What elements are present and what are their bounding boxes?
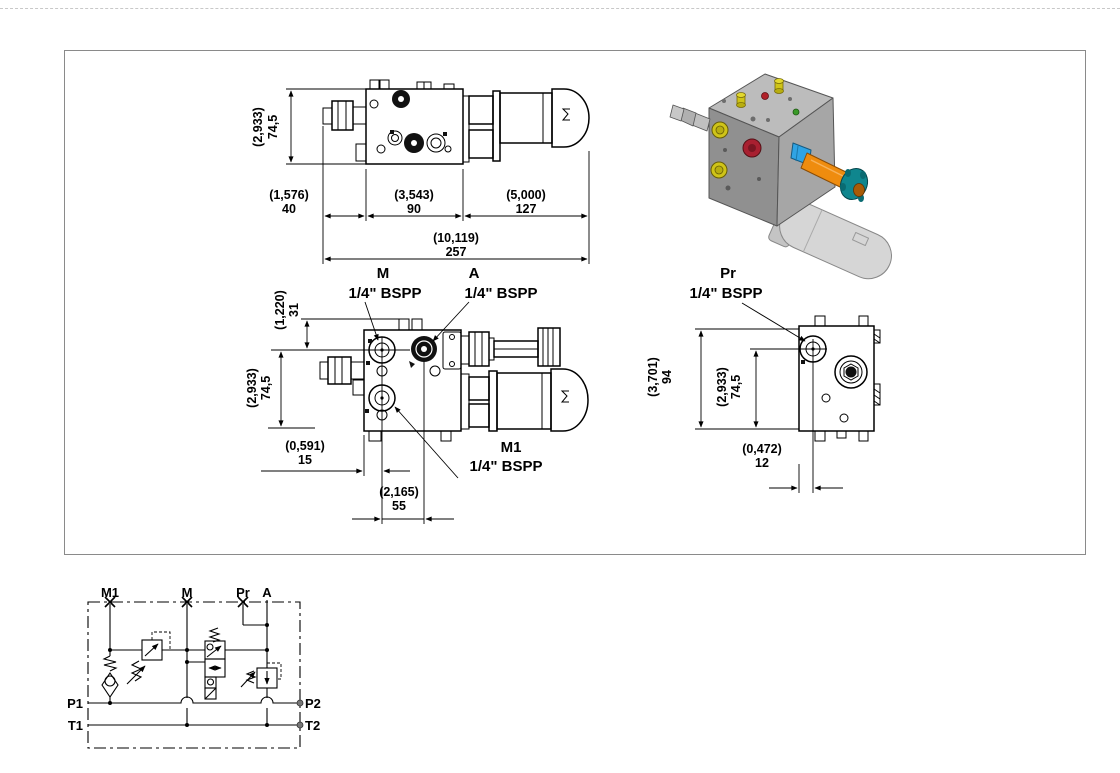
top-view-left-fitting [322, 100, 367, 162]
front-accumulator [460, 368, 589, 432]
label-port-pr: Pr [720, 265, 736, 282]
top-view-accumulator [462, 88, 590, 163]
side-view-labels: Pr 1/4" BSPP [690, 265, 806, 342]
schematic-enclosure [87, 601, 301, 749]
schematic-port-p2: P2 [305, 696, 321, 711]
label-port-m1: M1 [501, 439, 522, 456]
plug-marks [104, 596, 249, 608]
label-port-pr-thread: 1/4" BSPP [690, 285, 763, 302]
front-view-dimensions: (1,220) 31 (2,933) 74,5 (0,591) 15 (2,16… [245, 290, 454, 522]
render-3d [669, 73, 892, 280]
label-port-m1-thread: 1/4" BSPP [470, 458, 543, 475]
check-valve-branch [101, 604, 119, 705]
top-view: (2,933) 74,5 (1,576) 40 (3,543) 90 (5,00… [251, 79, 590, 264]
front-port-m1 [365, 384, 396, 413]
relief-valve-1 [110, 631, 205, 685]
drawing-frame: (2,933) 74,5 (1,576) 40 (3,543) 90 (5,00… [64, 50, 1086, 555]
dim-55-in: (2,165) [379, 485, 419, 499]
page-edge-rule [0, 8, 1120, 9]
top-view-body [322, 79, 590, 165]
dim-12-in: (0,472) [742, 442, 782, 456]
schematic-port-t1: T1 [68, 718, 83, 733]
dim-745s-mm: 74,5 [729, 375, 743, 399]
front-hand-pump [460, 327, 561, 367]
label-port-m: M [377, 265, 390, 282]
front-port-a [409, 336, 437, 368]
dim-31-mm: 31 [287, 303, 301, 317]
schematic-port-t2: T2 [305, 718, 320, 733]
side-main-port [834, 355, 868, 389]
side-view-body [751, 315, 881, 493]
directional-valve [204, 627, 267, 700]
pr-a-lines [242, 600, 269, 668]
relief-valve-2 [240, 662, 282, 727]
dim-seg2-in: (3,543) [394, 188, 434, 202]
hydraulic-schematic: M1 M Pr A P1 T1 P2 T2 [67, 585, 321, 749]
label-port-m-thread: 1/4" BSPP [349, 285, 422, 302]
side-view-dimensions: (3,701) 94 (2,933) 74,5 (0,472) 12 [646, 328, 843, 493]
dim-745s-in: (2,933) [715, 367, 729, 407]
label-port-a-thread: 1/4" BSPP [465, 285, 538, 302]
front-view: M 1/4" BSPP A 1/4" BSPP M1 1/4" BSPP (1,… [245, 265, 589, 524]
top-view-ports [369, 90, 452, 154]
schematic-port-m: M [182, 585, 193, 600]
dim-745f-mm: 74,5 [259, 376, 273, 400]
dim-seg1-mm: 40 [282, 202, 296, 216]
front-view-body [271, 318, 589, 524]
dim-top-height-mm: 74,5 [266, 115, 280, 139]
dim-745f-in: (2,933) [245, 368, 259, 408]
schematic-port-m1: M1 [101, 585, 119, 600]
schematic-port-p1: P1 [67, 696, 83, 711]
front-port-m [366, 336, 396, 365]
dimension-drawing: (2,933) 74,5 (1,576) 40 (3,543) 90 (5,00… [245, 73, 892, 524]
dim-seg3-mm: 127 [516, 202, 537, 216]
dim-94-mm: 94 [660, 370, 674, 384]
side-right-tabs [873, 329, 881, 406]
render-top-details [722, 78, 800, 122]
top-view-dimensions: (2,933) 74,5 (1,576) 40 (3,543) 90 (5,00… [251, 88, 590, 264]
p-line [88, 696, 300, 704]
schematic-port-a: A [262, 585, 272, 600]
render-left-fitting [669, 104, 711, 132]
dim-total-mm: 257 [446, 245, 467, 259]
dim-31-in: (1,220) [273, 290, 287, 330]
dim-15-in: (0,591) [285, 439, 325, 453]
side-view: Pr 1/4" BSPP (3,701) 94 (2,933) 74,5 [646, 265, 881, 493]
p2-connector [296, 699, 304, 707]
front-clamp-plate [442, 331, 462, 370]
render-hand-pump [790, 142, 869, 202]
m-line [185, 604, 205, 727]
dim-55-mm: 55 [392, 499, 406, 513]
dim-seg3-in: (5,000) [506, 188, 546, 202]
dim-total-in: (10,119) [433, 231, 479, 245]
schematic-port-pr: Pr [236, 585, 250, 600]
dim-15-mm: 15 [298, 453, 312, 467]
t2-connector [296, 721, 304, 729]
render-front-details [710, 121, 762, 191]
label-port-a: A [469, 265, 480, 282]
front-view-labels: M 1/4" BSPP A 1/4" BSPP M1 1/4" BSPP [349, 265, 543, 479]
front-left-fitting [319, 356, 365, 396]
dim-12-mm: 12 [755, 456, 769, 470]
dim-seg1-in: (1,576) [269, 188, 309, 202]
dim-94-in: (3,701) [646, 357, 660, 397]
dim-seg2-mm: 90 [407, 202, 421, 216]
dim-top-height-in: (2,933) [251, 107, 265, 147]
